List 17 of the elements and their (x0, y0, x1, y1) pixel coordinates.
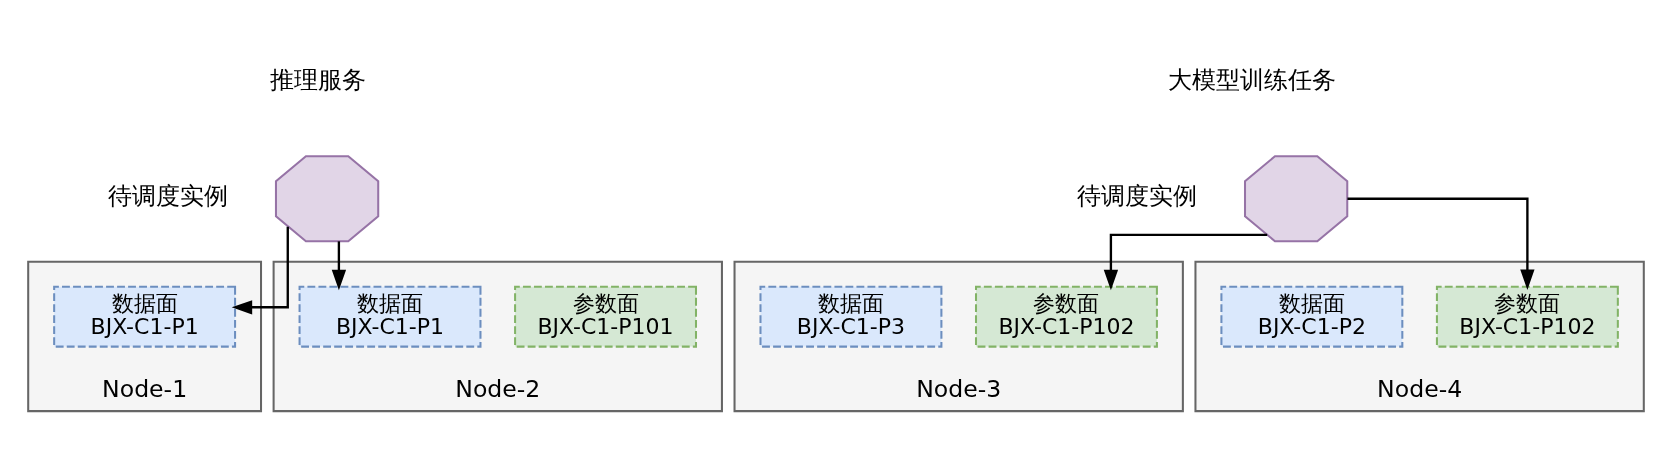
node-box: 参数面 BJX-C1-P102 (975, 285, 1158, 348)
node-box: 数据面 BJX-C1-P1 (298, 285, 482, 348)
arrow (331, 241, 347, 291)
arrow (1347, 197, 1535, 290)
node-label: 大模型训练任务 (1168, 65, 1337, 94)
node-octagon (274, 155, 380, 243)
arrow (231, 226, 289, 315)
node-box: 数据面 BJX-C1-P3 (759, 285, 943, 348)
node-label: 待调度实例 (1077, 182, 1198, 211)
arrow (1103, 233, 1268, 291)
node-box: 参数面 BJX-C1-P101 (514, 285, 697, 348)
node-label: 待调度实例 (108, 182, 229, 211)
node-box: 数据面 BJX-C1-P2 (1220, 285, 1404, 348)
node-box: 数据面 BJX-C1-P1 (53, 285, 237, 348)
node-box: 参数面 BJX-C1-P102 (1435, 285, 1619, 348)
node-label: 推理服务 (269, 65, 366, 94)
node-octagon (1244, 155, 1349, 243)
